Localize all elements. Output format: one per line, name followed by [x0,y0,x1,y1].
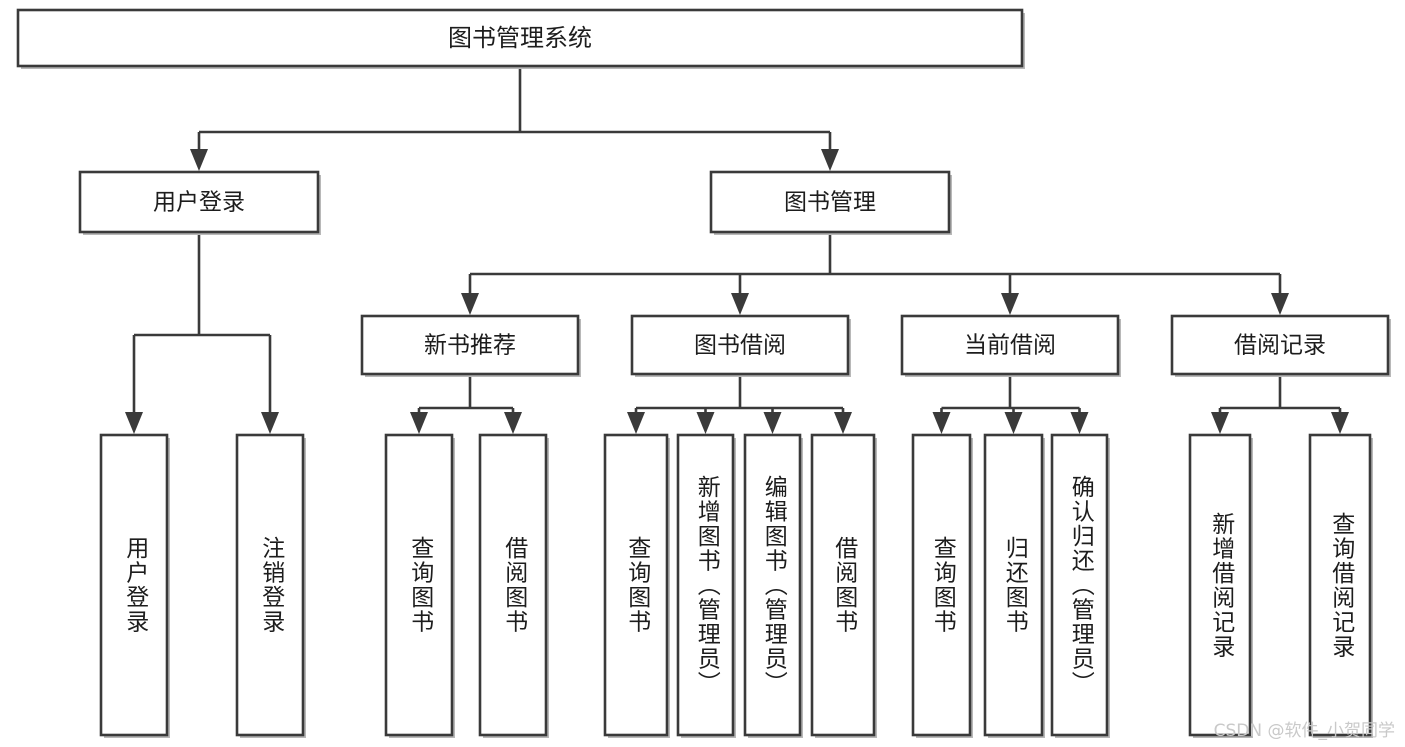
level1-node-1-label: 图书管理 [784,190,876,216]
leaf-node-2[interactable] [384,433,454,737]
level2-node-2-label: 当前借阅 [964,333,1056,359]
arrow-level1 [821,149,839,171]
level2-node-2[interactable] [900,314,1120,376]
leaf-node-6[interactable] [743,433,802,737]
arrow-level2 [731,293,749,315]
leaf-node-5[interactable] [676,433,735,737]
arrow-level2 [461,293,479,315]
level2-node-3-label: 借阅记录 [1234,333,1326,359]
arrow-leaf [627,412,645,434]
arrow-leaf [932,412,951,434]
level1-node-0-label: 用户登录 [153,190,245,216]
level2-node-0[interactable] [360,314,580,376]
arrow-leaf [1211,412,1229,434]
leaf-node-1[interactable] [235,433,305,737]
arrow-leaf [1004,412,1023,434]
arrow-leaf [696,412,715,434]
root-node-label: 图书管理系统 [448,24,592,52]
leaf-node-3[interactable] [478,433,548,737]
level1-node-0[interactable] [78,170,320,234]
arrow-level2 [1271,293,1289,315]
arrow-level1 [190,149,208,171]
arrow-leaf [763,412,782,434]
level2-node-1-label: 图书借阅 [694,333,786,359]
level1-node-1[interactable] [709,170,951,234]
arrow-leaf [504,412,522,434]
leaf-node-11[interactable] [1188,433,1252,737]
level2-node-0-label: 新书推荐 [424,333,516,359]
leaf-node-9[interactable] [983,433,1044,737]
level2-node-1[interactable] [630,314,850,376]
arrow-leaf [834,412,852,434]
root-node[interactable] [16,8,1024,68]
boxes-layer [16,8,1391,738]
arrow-leaf [410,412,428,434]
arrow-leaf [1331,412,1349,434]
leaf-node-4[interactable] [603,433,669,737]
arrow-leaf [1070,412,1089,434]
arrow-leaf [261,412,279,434]
leaf-node-7[interactable] [810,433,876,737]
leaf-node-12[interactable] [1308,433,1372,737]
arrow-leaf [125,412,143,434]
connectors-layer [125,66,1349,434]
leaf-node-0[interactable] [99,433,169,737]
level2-node-3[interactable] [1170,314,1390,376]
leaf-node-8[interactable] [911,433,972,737]
leaf-node-10[interactable] [1050,433,1109,737]
arrow-level2 [1001,293,1019,315]
csdn-watermark: CSDN @软件_小贺同学 [1213,721,1395,741]
